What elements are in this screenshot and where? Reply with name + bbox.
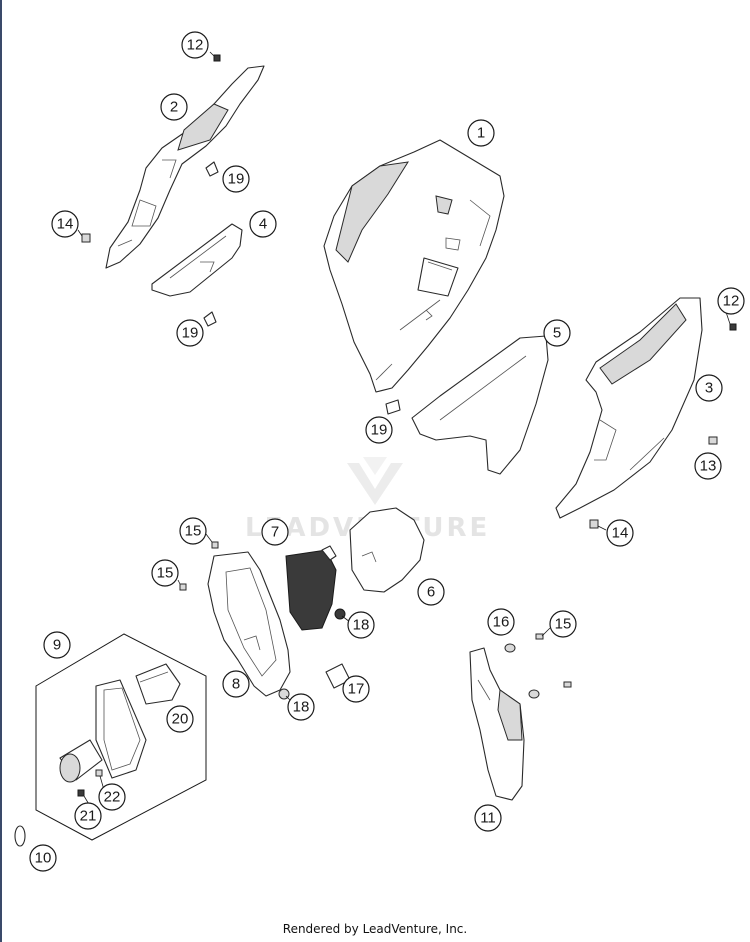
svg-text:4: 4 bbox=[259, 216, 267, 233]
svg-text:18: 18 bbox=[293, 699, 310, 716]
part-16-grommet-a bbox=[504, 643, 516, 653]
callout-19-c: 19 bbox=[365, 416, 393, 444]
part-15-screw-a bbox=[211, 541, 219, 549]
callout-6: 6 bbox=[417, 578, 445, 606]
callout-3: 3 bbox=[695, 374, 723, 402]
part-3-right-shroud bbox=[555, 297, 703, 519]
callout-9: 9 bbox=[43, 631, 71, 659]
leadventure-logo-watermark bbox=[347, 457, 403, 505]
part-19-clip-a bbox=[205, 161, 219, 177]
svg-text:21: 21 bbox=[80, 808, 97, 825]
part-14-screw-right bbox=[589, 519, 599, 529]
part-6-filter-cover bbox=[349, 507, 425, 593]
svg-text:3: 3 bbox=[705, 380, 713, 397]
svg-text:8: 8 bbox=[232, 676, 240, 693]
callout-2: 2 bbox=[160, 93, 188, 121]
part-5-side-panel bbox=[411, 335, 549, 475]
callout-12-right: 12 bbox=[717, 287, 745, 315]
svg-text:15: 15 bbox=[185, 523, 202, 540]
part-9-assembly-box bbox=[35, 633, 207, 841]
part-8-airbox-frame bbox=[207, 551, 291, 697]
svg-text:16: 16 bbox=[493, 614, 510, 631]
svg-text:15: 15 bbox=[555, 616, 572, 633]
svg-text:11: 11 bbox=[480, 810, 496, 827]
callout-20: 20 bbox=[166, 705, 194, 733]
svg-text:17: 17 bbox=[348, 681, 365, 698]
svg-text:19: 19 bbox=[371, 422, 388, 439]
svg-text:10: 10 bbox=[35, 850, 52, 867]
svg-text:19: 19 bbox=[182, 325, 199, 342]
callout-10: 10 bbox=[29, 844, 57, 872]
svg-text:7: 7 bbox=[271, 524, 279, 541]
callout-15-b: 15 bbox=[151, 559, 179, 587]
callout-15-a: 15 bbox=[179, 517, 207, 545]
part-15-screw-b bbox=[179, 583, 187, 591]
part-12-screw-top bbox=[213, 54, 221, 62]
part-2-left-shroud bbox=[105, 65, 265, 269]
callout-7: 7 bbox=[261, 518, 289, 546]
callout-18-b: 18 bbox=[287, 693, 315, 721]
part-15-screw-c bbox=[535, 633, 572, 688]
part-10-hose-clamp bbox=[14, 825, 26, 847]
callout-5: 5 bbox=[543, 319, 571, 347]
callout-21: 21 bbox=[74, 802, 102, 830]
part-4-lower-bracket bbox=[151, 223, 243, 297]
part-19-clip-b bbox=[203, 311, 217, 327]
left-border bbox=[0, 0, 2, 942]
part-19-clip-c bbox=[385, 399, 401, 415]
svg-text:18: 18 bbox=[353, 617, 370, 634]
svg-text:20: 20 bbox=[172, 711, 189, 728]
callout-1: 1 bbox=[467, 119, 495, 147]
svg-text:14: 14 bbox=[57, 216, 74, 233]
part-13-nut bbox=[708, 436, 718, 445]
callout-14-left: 14 bbox=[51, 210, 79, 238]
part-7-air-filter bbox=[285, 545, 337, 631]
callout-19-a: 19 bbox=[222, 165, 250, 193]
svg-text:2: 2 bbox=[170, 99, 178, 116]
callout-22: 22 bbox=[98, 783, 126, 811]
svg-text:1: 1 bbox=[477, 125, 485, 142]
callout-17: 17 bbox=[342, 675, 370, 703]
part-11-air-duct bbox=[469, 647, 525, 801]
part-12-screw-right bbox=[729, 323, 737, 331]
footer-credit: Rendered by LeadVenture, Inc. bbox=[282, 922, 468, 936]
svg-text:19: 19 bbox=[228, 171, 245, 188]
callout-14-right: 14 bbox=[606, 519, 634, 547]
svg-text:9: 9 bbox=[53, 637, 61, 654]
callout-11: 11 bbox=[474, 804, 502, 832]
callout-15-c: 15 bbox=[549, 610, 577, 638]
svg-text:12: 12 bbox=[187, 37, 204, 54]
callout-18-a: 18 bbox=[347, 611, 375, 639]
svg-text:5: 5 bbox=[553, 325, 561, 342]
callout-8: 8 bbox=[222, 670, 250, 698]
svg-text:14: 14 bbox=[612, 525, 629, 542]
svg-text:13: 13 bbox=[700, 458, 717, 475]
callout-4: 4 bbox=[249, 210, 277, 238]
part-14-screw-left bbox=[81, 233, 91, 243]
callout-12-top: 12 bbox=[181, 31, 209, 59]
svg-text:6: 6 bbox=[427, 584, 435, 601]
part-16-grommet-b bbox=[528, 689, 540, 699]
callout-16: 16 bbox=[487, 608, 515, 636]
callout-19-b: 19 bbox=[176, 319, 204, 347]
svg-text:12: 12 bbox=[723, 293, 740, 310]
callout-13: 13 bbox=[694, 452, 722, 480]
part-1-main-shroud bbox=[323, 139, 505, 393]
svg-text:22: 22 bbox=[104, 789, 121, 806]
svg-text:15: 15 bbox=[157, 565, 174, 582]
